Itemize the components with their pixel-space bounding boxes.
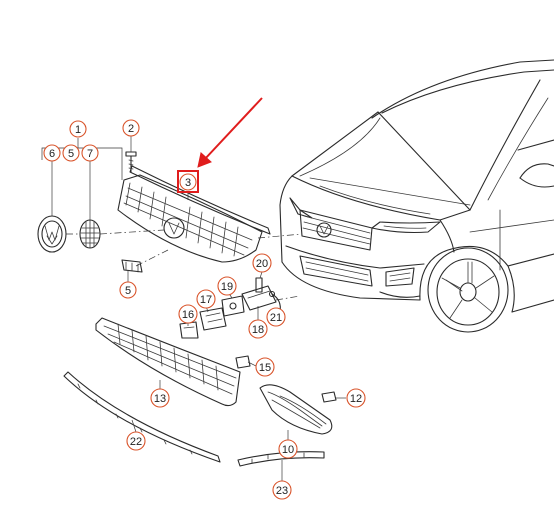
vehicle-outline	[279, 59, 554, 333]
callout-19: 19	[217, 276, 237, 296]
retaining-clip	[121, 259, 143, 273]
callout-label-23: 23	[276, 485, 288, 497]
lower-grille	[95, 317, 241, 407]
callout-3: 3	[177, 170, 199, 193]
callout-label-1: 1	[75, 124, 81, 136]
callout-17: 17	[196, 289, 216, 309]
highlight-arrow	[197, 97, 263, 168]
emblem-base-plate	[79, 219, 101, 249]
radiator-grille	[117, 165, 271, 263]
callout-label-12: 12	[350, 393, 362, 405]
callout-label-7: 7	[87, 148, 93, 160]
sensor-unit	[221, 295, 245, 317]
callout-label-19: 19	[221, 281, 233, 293]
sensor-holder	[199, 307, 227, 331]
fog-lamp-grille	[259, 384, 333, 435]
callout-label-18: 18	[252, 324, 264, 336]
callout-13: 13	[150, 388, 170, 408]
small-clip-12	[321, 391, 337, 403]
callout-1: 1	[69, 120, 87, 138]
callout-label-16: 16	[182, 309, 194, 321]
bumper-trim-strip-right	[237, 451, 325, 467]
callout-label-13: 13	[154, 393, 166, 405]
callout-18: 18	[248, 319, 268, 339]
callout-label-6: 6	[49, 148, 55, 160]
callout-label-21: 21	[270, 312, 282, 324]
callout-20: 20	[252, 253, 272, 273]
callout-label-15: 15	[259, 362, 271, 374]
mounting-plate	[241, 285, 277, 311]
callout-6: 6	[43, 144, 61, 162]
vw-emblem	[37, 215, 67, 253]
callout-label-2: 2	[128, 123, 134, 135]
callout-label-3: 3	[185, 177, 191, 189]
small-clip-15	[235, 355, 251, 369]
callout-label-5-bottom: 5	[125, 285, 131, 297]
callout-5-top: 5	[62, 144, 80, 162]
callout-label-17: 17	[200, 294, 212, 306]
callout-2: 2	[122, 119, 140, 137]
callout-label-20: 20	[256, 258, 268, 270]
callout-23: 23	[272, 480, 292, 500]
callout-label-10: 10	[282, 444, 294, 456]
callout-10: 10	[278, 439, 298, 459]
callout-21: 21	[266, 307, 286, 327]
callout-16: 16	[178, 304, 198, 324]
callout-7: 7	[81, 144, 99, 162]
callout-22: 22	[126, 431, 146, 451]
screw	[125, 151, 137, 173]
sensor-bracket	[179, 321, 199, 339]
callout-label-5-top: 5	[68, 148, 74, 160]
callout-15: 15	[255, 357, 275, 377]
callout-5-bottom: 5	[119, 281, 137, 299]
callout-12: 12	[346, 388, 366, 408]
callout-label-22: 22	[130, 436, 142, 448]
highlight-box	[177, 170, 199, 193]
grille-trim-strip	[129, 165, 271, 235]
bumper-trim-strip-left	[63, 371, 221, 463]
